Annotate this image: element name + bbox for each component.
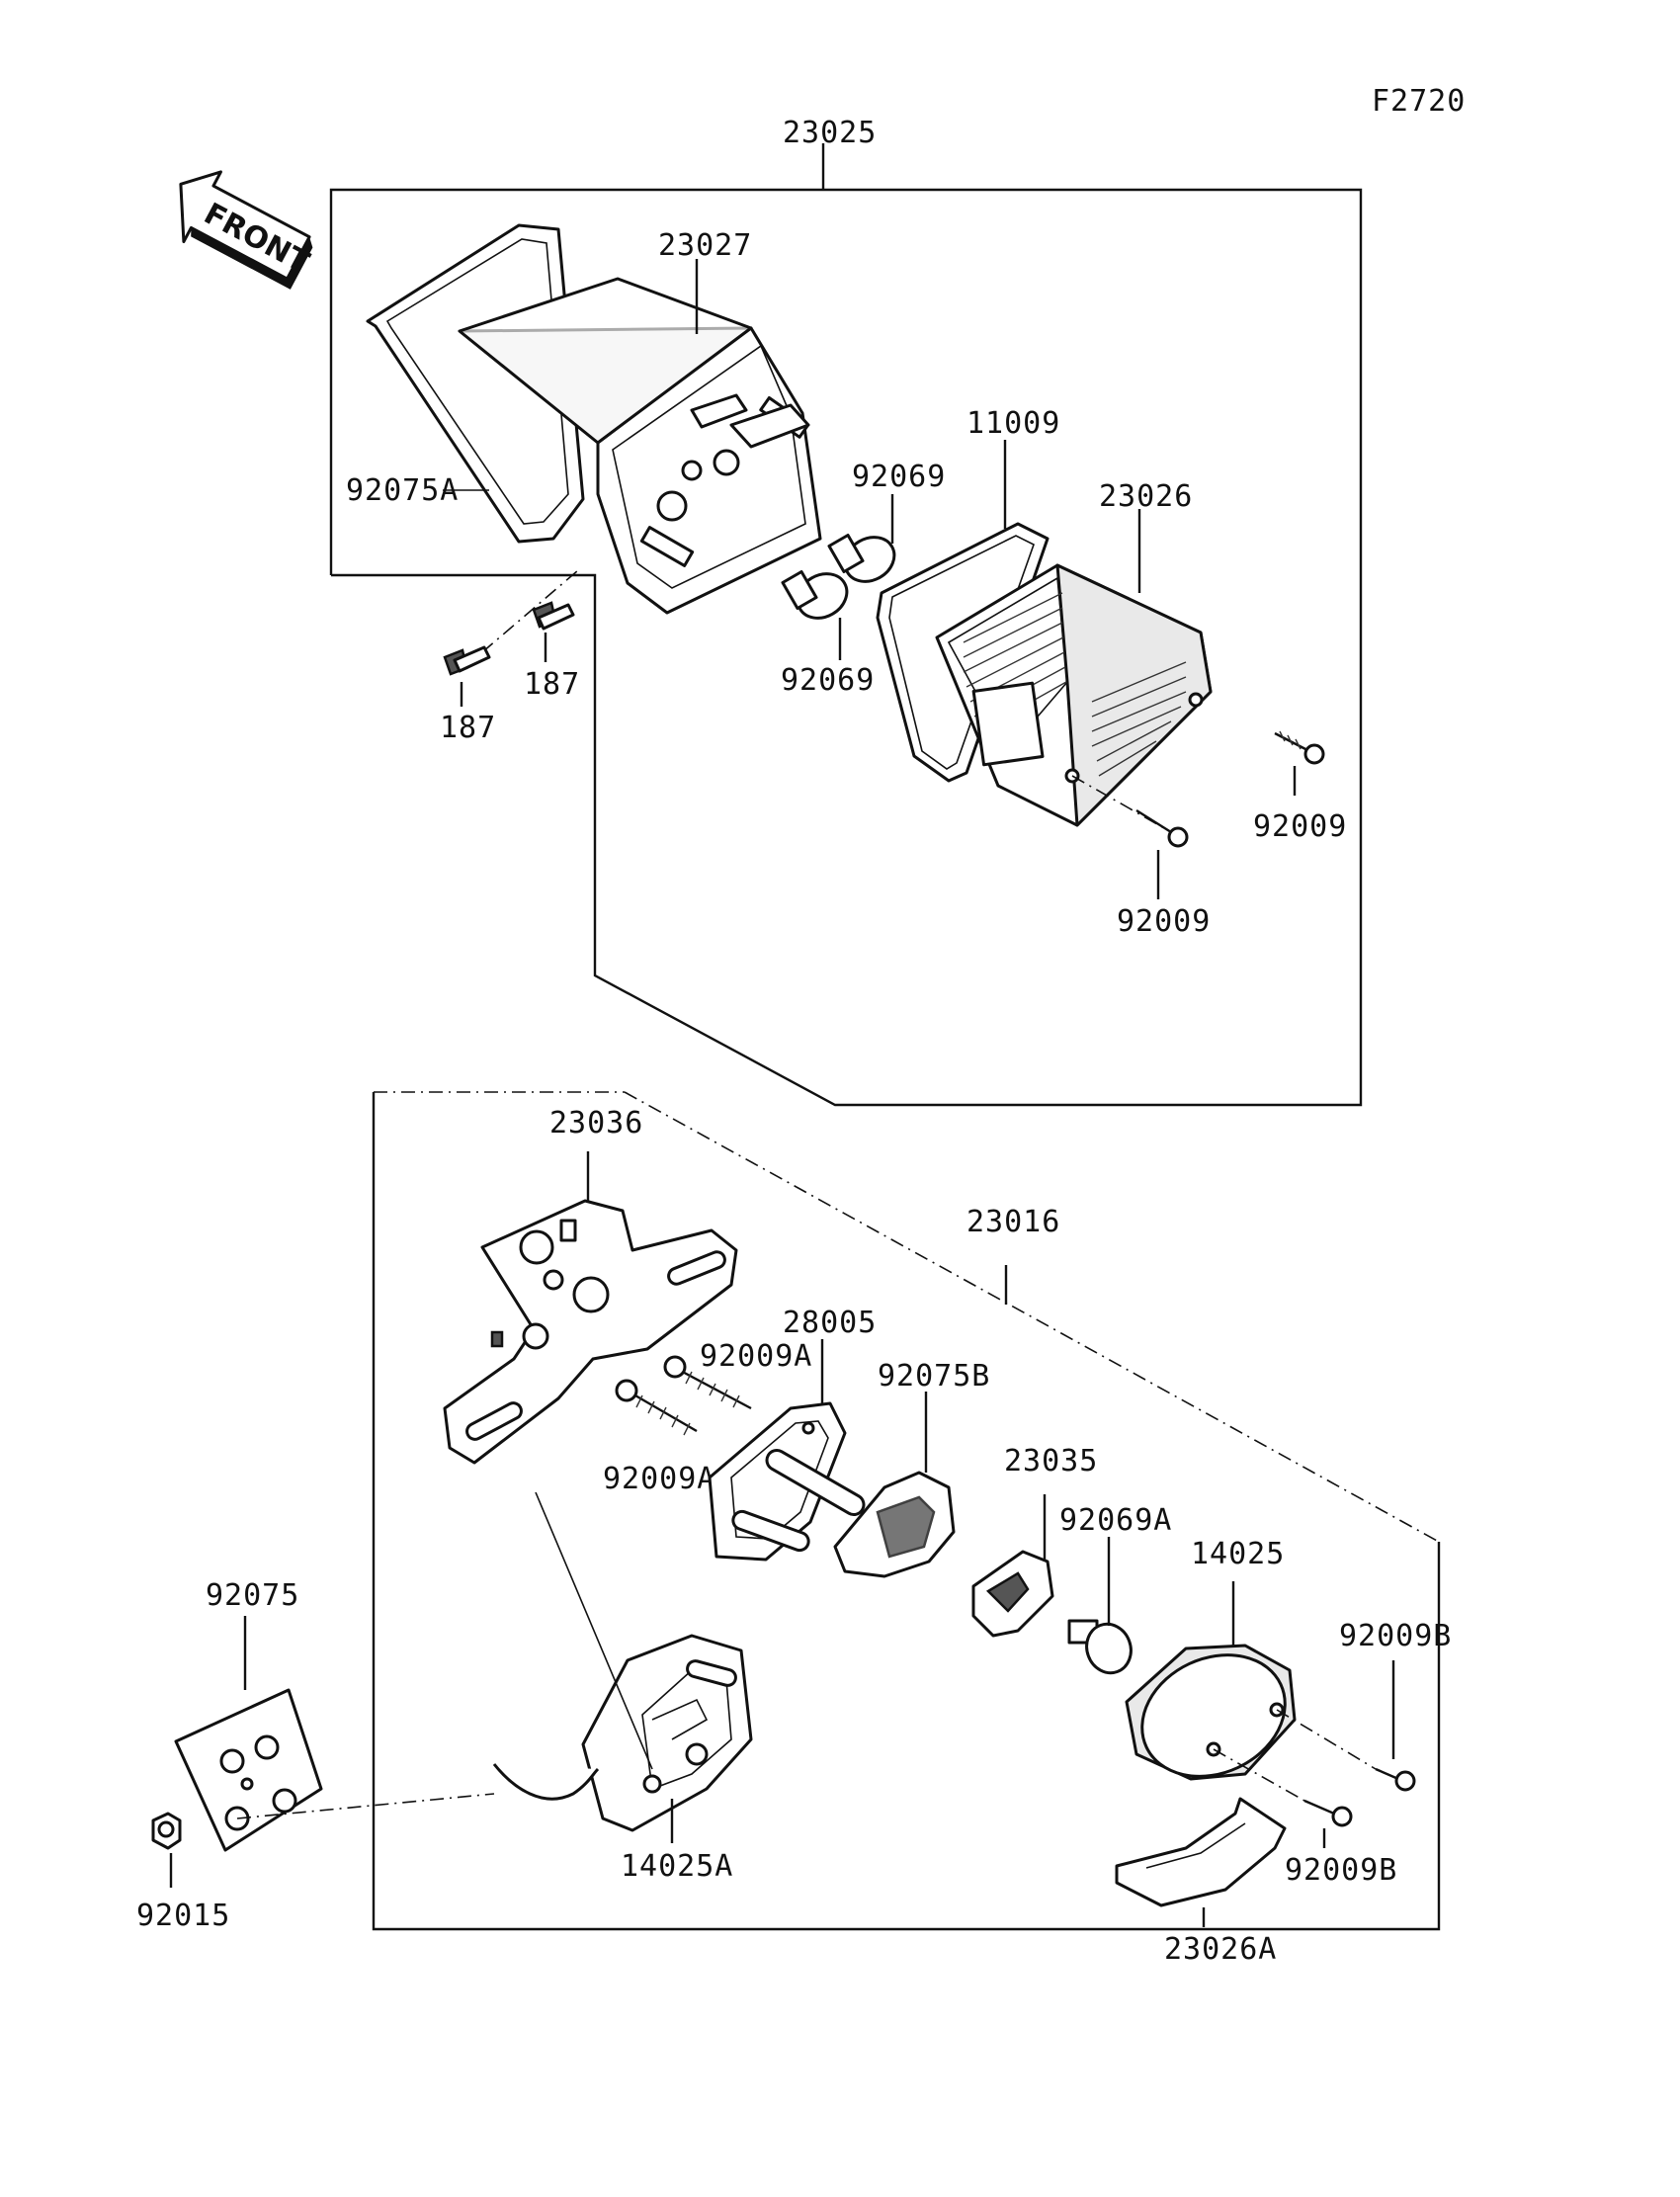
part-92069-bulb-upper [827, 534, 896, 583]
part-14025A-housing [492, 1634, 753, 1832]
label-14025: 14025 [1191, 1537, 1285, 1571]
label-187-right: 187 [524, 667, 580, 702]
part-187-screw-left [443, 569, 579, 676]
label-92009B-bottom: 92009B [1285, 1853, 1397, 1888]
label-92069A: 92069A [1059, 1503, 1172, 1538]
part-23026A-lens [1115, 1797, 1287, 1907]
label-92015: 92015 [136, 1899, 230, 1933]
label-28005: 28005 [783, 1306, 877, 1340]
front-arrow-icon: FRONT [179, 170, 315, 290]
lower-assembly-frame [372, 1091, 1441, 1931]
label-92075B: 92075B [878, 1359, 990, 1394]
part-28005-frame [708, 1401, 866, 1562]
upper-assembly-frame [329, 143, 1363, 1107]
part-92075-plate [174, 1688, 323, 1852]
part-23036-bracket [443, 1199, 738, 1465]
label-23026A: 23026A [1164, 1932, 1277, 1967]
label-187-left: 187 [440, 711, 496, 745]
label-92009B-top: 92009B [1339, 1619, 1452, 1653]
label-11009: 11009 [966, 406, 1060, 441]
part-92009A-screw-lower [615, 1379, 698, 1436]
label-92009A-top: 92009A [700, 1339, 812, 1374]
part-23035-socket [971, 1550, 1054, 1638]
part-187-screw-right [532, 601, 575, 631]
part-23026-lens [935, 563, 1213, 827]
part-92069-bulb-lower [781, 570, 849, 620]
label-92009-right: 92009 [1253, 809, 1347, 844]
part-92069A-bulb [1067, 1619, 1133, 1675]
label-92075: 92075 [206, 1578, 299, 1613]
label-92075A: 92075A [346, 473, 459, 508]
part-92015-nut [151, 1812, 182, 1850]
figure-code: F2720 [1372, 84, 1466, 119]
label-23035: 23035 [1004, 1444, 1098, 1479]
label-23036: 23036 [549, 1106, 643, 1141]
label-92069-bottom: 92069 [781, 663, 875, 698]
label-92069-top: 92069 [852, 460, 946, 494]
part-23027-housing [458, 277, 822, 615]
part-92009-screw-center [1071, 775, 1189, 848]
label-23026: 23026 [1099, 479, 1193, 514]
part-92075B-gasket [833, 1471, 956, 1578]
label-23016: 23016 [966, 1205, 1060, 1239]
label-14025A: 14025A [621, 1849, 733, 1884]
part-92075A-gasket [366, 223, 585, 544]
label-23027: 23027 [658, 228, 752, 263]
label-92009A-bottom: 92009A [603, 1462, 715, 1496]
label-23025: 23025 [783, 116, 877, 150]
part-92009B-screw-lower [1213, 1748, 1353, 1827]
part-14025-cover [1125, 1644, 1297, 1781]
part-92009B-screw-upper [1276, 1709, 1416, 1792]
label-92009-center: 92009 [1117, 904, 1211, 939]
part-92009A-screw-upper [663, 1355, 752, 1410]
part-92009-screw-right [1274, 730, 1325, 765]
